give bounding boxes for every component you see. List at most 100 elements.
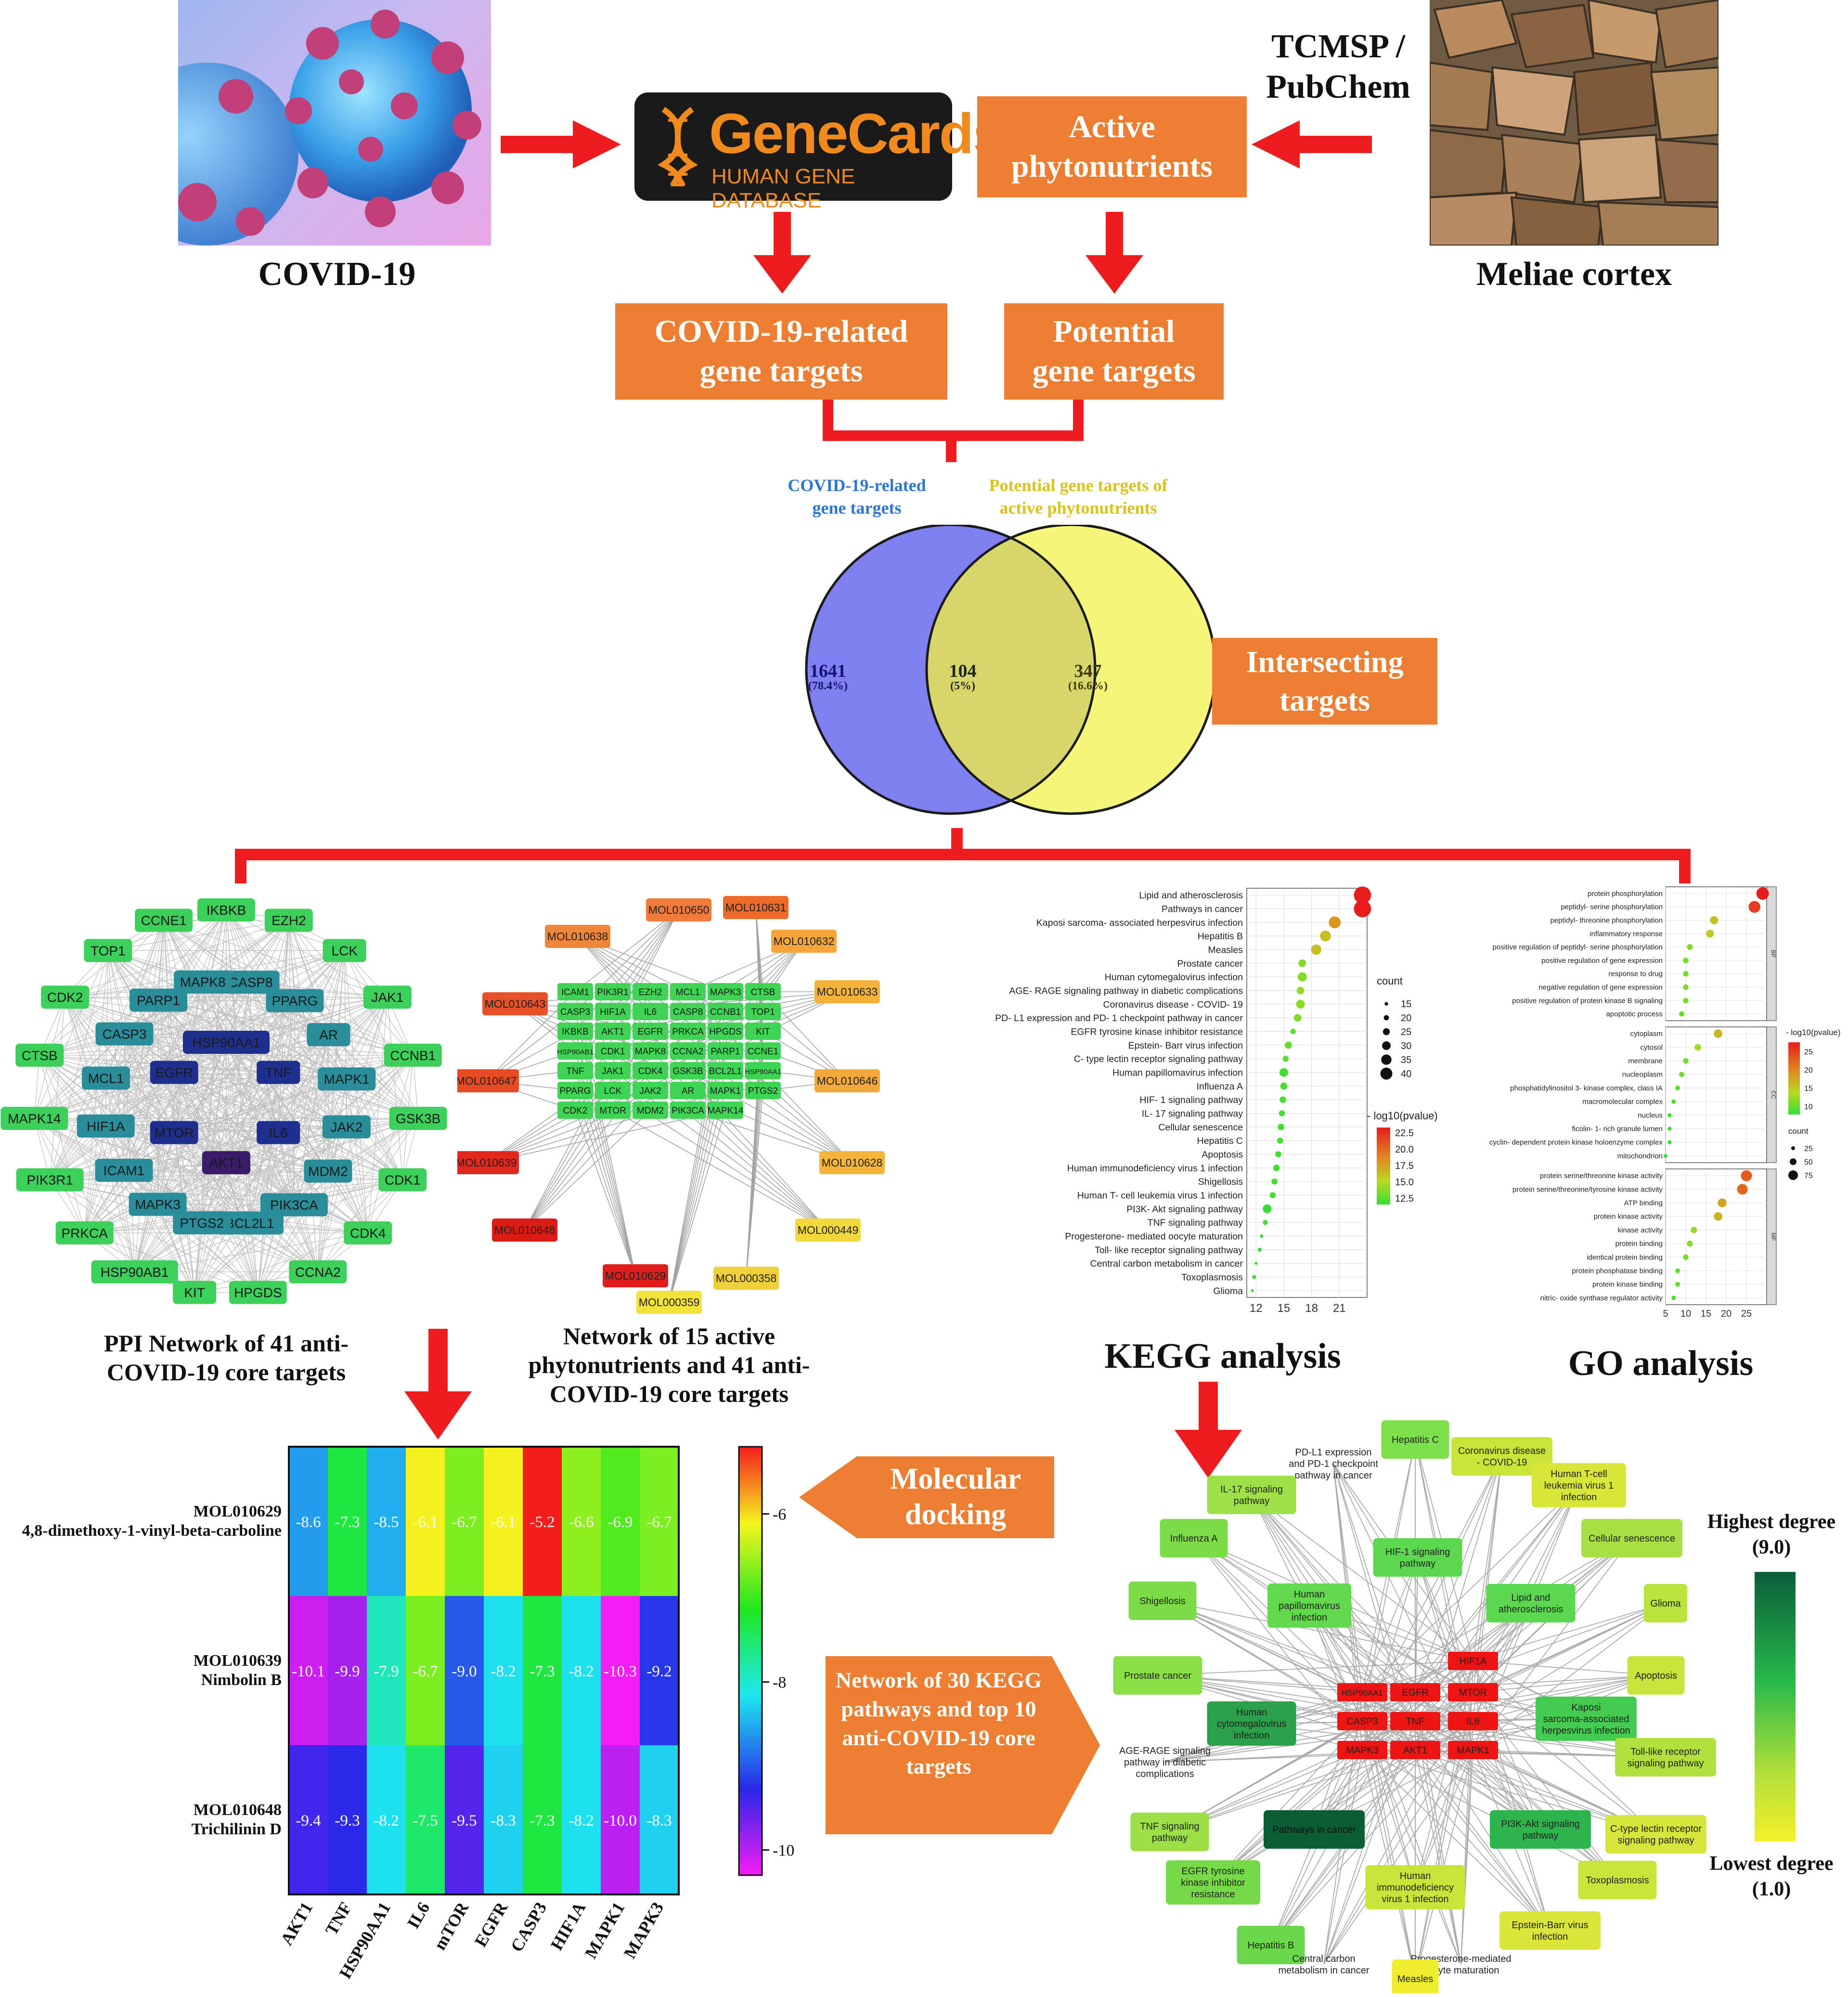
compound-caption-line2: phytonutrients and 41 anti- <box>528 1351 810 1378</box>
ppi-node: AR <box>307 1023 350 1047</box>
ppi-node: MAPK8 <box>174 970 232 994</box>
covid-targets-line1: COVID-19-related <box>654 313 908 349</box>
svg-text:AGE-RAGE signaling: AGE-RAGE signaling <box>1119 1746 1211 1756</box>
go-point <box>1748 901 1761 913</box>
kegg-pathway-node: Hepatitis C <box>1381 1420 1449 1459</box>
svg-text:IKBKB: IKBKB <box>562 1027 589 1037</box>
svg-text:CDK2: CDK2 <box>47 990 83 1005</box>
heatmap-cell-value: -10.3 <box>604 1663 637 1680</box>
svg-text:CCNE1: CCNE1 <box>141 913 187 928</box>
heatmap-cell-value: -8.2 <box>374 1812 399 1829</box>
compound-target-node: CASP3 <box>557 1003 593 1020</box>
heatmap-cell <box>367 1745 406 1894</box>
svg-text:Influenza A: Influenza A <box>1170 1533 1218 1544</box>
heatmap-cell <box>328 1745 367 1894</box>
heatmap-col-label: mTOR <box>430 1898 473 1953</box>
go-panel-label: MF <box>1770 1232 1777 1241</box>
venn-right-title-line2: active phytonutrients <box>999 498 1157 518</box>
svg-text:JAK1: JAK1 <box>371 990 403 1005</box>
intersect-line1: Intersecting <box>1246 645 1404 679</box>
svg-text:resistance: resistance <box>1191 1889 1235 1900</box>
svg-text:MOL010646: MOL010646 <box>817 1075 878 1087</box>
go-count-legend-value: 25 <box>1804 1145 1813 1153</box>
kegg-category-label: Toxoplasmosis <box>1181 1272 1243 1283</box>
venn-left-title-line1: COVID-19-related <box>788 476 926 495</box>
svg-text:GSK3B: GSK3B <box>396 1111 440 1126</box>
svg-text:MOL010632: MOL010632 <box>774 935 835 947</box>
kegg-pathway-node: Shigellosis <box>1128 1582 1197 1620</box>
active-line2: phytonutrients <box>1011 149 1213 184</box>
svg-text:HPGDS: HPGDS <box>234 1285 282 1300</box>
heatmap-cell <box>640 1745 679 1894</box>
svg-text:LCK: LCK <box>331 943 358 958</box>
compound-target-node: AR <box>670 1082 706 1099</box>
covid-targets-line2: gene targets <box>699 353 863 389</box>
svg-text:Central carbon: Central carbon <box>1292 1954 1355 1964</box>
svg-text:MOL010643: MOL010643 <box>485 998 546 1010</box>
go-point <box>1667 1127 1672 1131</box>
go-point <box>1675 1085 1680 1090</box>
molecule-node: MOL010650 <box>646 898 711 921</box>
svg-text:CASP8: CASP8 <box>229 975 273 990</box>
svg-text:JAK2: JAK2 <box>330 1120 362 1135</box>
molecular-docking-arrow: Molecular docking <box>799 1456 1054 1538</box>
svg-text:papillomavirus: papillomavirus <box>1279 1601 1340 1611</box>
svg-text:MAPK1: MAPK1 <box>1457 1745 1489 1756</box>
go-point <box>1683 958 1689 963</box>
potential-line2: gene targets <box>1032 353 1196 389</box>
kegg-pathway-node: Toxoplasmosis <box>1578 1861 1657 1899</box>
ppi-node: MAPK3 <box>129 1193 187 1216</box>
heatmap-cell-value: -9.9 <box>335 1663 360 1680</box>
compound-target-node: PIK3CA <box>670 1102 706 1119</box>
ppi-node: AKT1 <box>202 1151 250 1174</box>
heatmap-cell <box>328 1596 367 1745</box>
go-point <box>1683 1254 1689 1260</box>
kegg-x-tick: 18 <box>1305 1302 1318 1315</box>
svg-text:Hepatitis C: Hepatitis C <box>1392 1435 1439 1445</box>
heatmap-cell-value: -6.7 <box>452 1514 477 1531</box>
go-category-label: protein phosphatase binding <box>1572 1267 1663 1275</box>
svg-text:CDK4: CDK4 <box>350 1226 386 1241</box>
covid-virus-image <box>178 0 491 246</box>
heatmap-cell-value: -6.1 <box>413 1514 438 1531</box>
svg-text:Lipid and: Lipid and <box>1511 1593 1550 1603</box>
heatmap-cell-value: -7.3 <box>530 1812 555 1829</box>
svg-text:C-type lectin receptor: C-type lectin receptor <box>1610 1824 1702 1834</box>
ppi-node: GSK3B <box>389 1107 447 1130</box>
svg-text:MAPK8: MAPK8 <box>180 975 226 990</box>
svg-text:Cellular senescence: Cellular senescence <box>1589 1533 1675 1544</box>
kegg-x-tick: 21 <box>1333 1302 1346 1315</box>
svg-text:PRKCA: PRKCA <box>61 1226 108 1241</box>
compound-caption-line3: COVID-19 core targets <box>549 1380 789 1407</box>
kegg-pathway-node: Measles <box>1392 1959 1439 1993</box>
compound-target-node: EGFR <box>633 1023 668 1040</box>
molecule-node: MOL010628 <box>819 1151 885 1174</box>
ppi-node: EZH2 <box>264 908 313 932</box>
intersecting-targets-box: Intersecting targets <box>1212 638 1437 725</box>
ppi-node: CDK2 <box>41 986 90 1009</box>
compound-target-node: JAK2 <box>633 1082 668 1099</box>
svg-text:MOL010638: MOL010638 <box>547 930 608 943</box>
compound-target-node: CCNE1 <box>745 1042 781 1060</box>
svg-text:JAK2: JAK2 <box>639 1086 661 1096</box>
svg-text:MOL010629: MOL010629 <box>605 1270 666 1282</box>
go-category-label: ficolin- 1- rich granule lumen <box>1572 1125 1663 1133</box>
heatmap-cell-value: -7.5 <box>413 1812 438 1829</box>
covid-targets-box: COVID-19-related gene targets <box>615 303 947 400</box>
compound-target-node: GSK3B <box>670 1062 706 1079</box>
go-point <box>1741 1170 1752 1181</box>
svg-text:Pathways in cancer: Pathways in cancer <box>1272 1825 1356 1835</box>
heatmap-cell <box>406 1447 445 1596</box>
svg-text:MOL000449: MOL000449 <box>798 1224 859 1236</box>
go-title: GO analysis <box>1568 1344 1754 1383</box>
svg-text:MOL010647: MOL010647 <box>457 1075 517 1087</box>
heatmap-col-label: TNF <box>322 1899 356 1938</box>
molecule-node: MOL000358 <box>713 1267 779 1290</box>
compound-target-node: HSP90AB1 <box>557 1042 594 1060</box>
go-category-label: identical protein binding <box>1587 1253 1663 1261</box>
go-category-label: phosphatidylinositol 3- kinase complex, … <box>1510 1084 1663 1092</box>
covid-label: COVID-19 <box>258 256 416 293</box>
